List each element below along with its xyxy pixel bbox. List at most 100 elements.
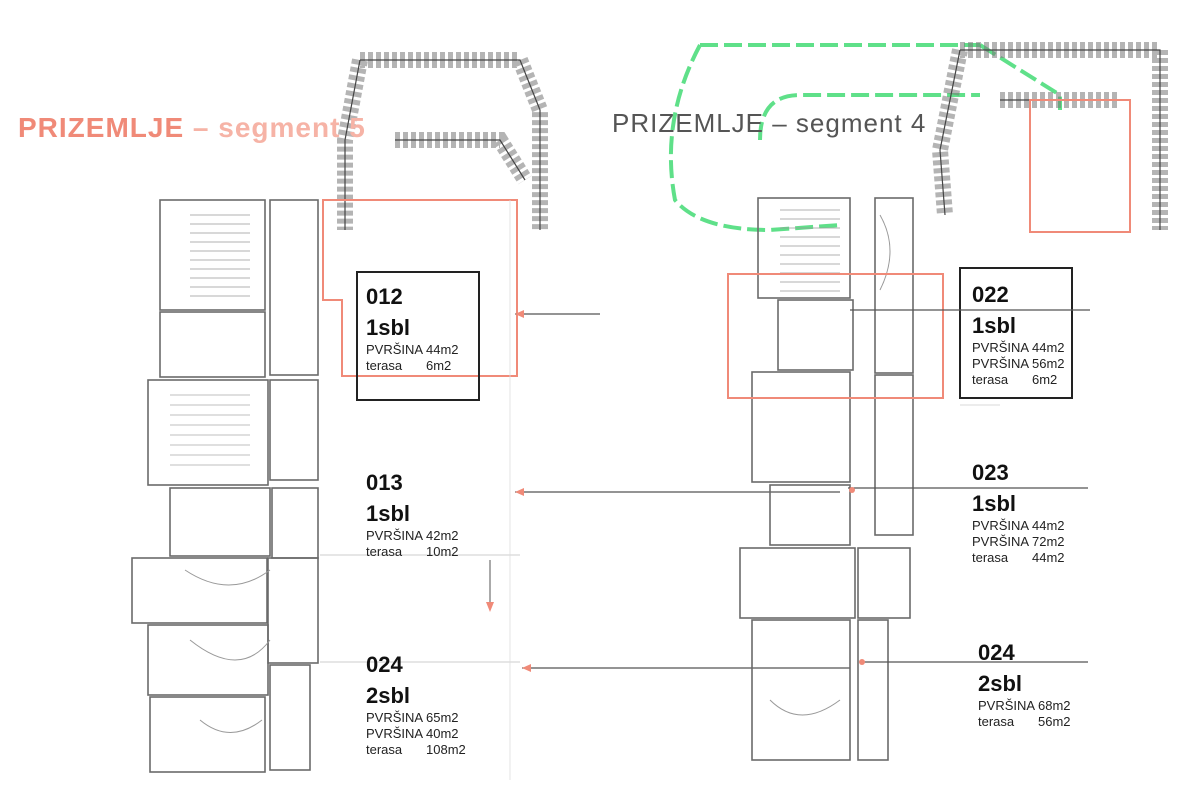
unit-type: 1sbl — [366, 501, 411, 526]
unit-row-value: 68m2 — [1038, 698, 1071, 713]
unit-row-key: terasa — [366, 742, 403, 757]
unit-row: terasa 6m2 — [366, 358, 459, 374]
unit-row-key: PVRŠINA — [972, 534, 1030, 549]
unit-type: 1sbl — [366, 315, 411, 340]
right-room-5 — [769, 484, 851, 546]
segment-5-title: PRIZEMLJE – segment 5 — [18, 112, 366, 144]
right-room-2 — [777, 299, 854, 371]
unit-row-value: 44m2 — [1032, 340, 1065, 355]
left-arrow-2-head — [515, 488, 524, 496]
left-room-7 — [131, 557, 268, 624]
left-room-3 — [147, 379, 269, 486]
unit-row-value: 6m2 — [426, 358, 452, 373]
unit-row-key: PVRŠINA — [366, 710, 424, 725]
unit-code: 022 — [972, 282, 1009, 307]
unit-row-key: PVRŠINA — [366, 528, 424, 543]
right-green-path — [668, 43, 1062, 233]
unit-row-key: terasa — [366, 544, 403, 559]
unit-row-key: PVRŠINA — [972, 518, 1030, 533]
right-arch-edge — [939, 49, 1161, 230]
unit-row-value: 56m2 — [1032, 356, 1065, 371]
unit-row-key: terasa — [972, 372, 1009, 387]
unit-code: 013 — [366, 470, 403, 495]
segment-4-title: PRIZEMLJE – segment 4 — [612, 108, 927, 138]
unit-row-value: 56m2 — [1038, 714, 1071, 729]
right-room-9 — [857, 619, 889, 761]
unit-code: 024 — [366, 652, 403, 677]
right-room-1 — [874, 197, 914, 374]
right-room-0 — [757, 197, 851, 299]
unit-row: terasa 56m2 — [978, 714, 1071, 730]
unit-row: terasa 108m2 — [366, 742, 466, 758]
left-arch — [337, 52, 548, 230]
unit-row: terasa 6m2 — [972, 372, 1065, 388]
left-room-0 — [159, 199, 266, 311]
unit-row-key: terasa — [978, 714, 1015, 729]
unit-type: 1sbl — [972, 313, 1017, 338]
unit-row-value: 72m2 — [1032, 534, 1065, 549]
right-arch — [931, 42, 1168, 230]
unit-row-value: 44m2 — [1032, 518, 1065, 533]
left-highlight-outline — [322, 199, 518, 377]
unit-row-value: 6m2 — [1032, 372, 1058, 387]
unit-row-value: 65m2 — [426, 710, 459, 725]
unit-row-value: 40m2 — [426, 726, 459, 741]
right-room-3 — [751, 371, 851, 483]
left-room-2 — [159, 311, 266, 378]
left-curves — [184, 569, 271, 733]
left-room-9 — [147, 624, 269, 696]
unit-type: 2sbl — [366, 683, 411, 708]
unit-row-value: 108m2 — [426, 742, 466, 757]
right-highlight-top — [1029, 99, 1131, 233]
left-arrow-3-head — [522, 664, 531, 672]
right-room-4 — [874, 374, 914, 536]
unit-row-key: terasa — [972, 550, 1009, 565]
unit-row-value: 42m2 — [426, 528, 459, 543]
segment-5-title-a: PRIZEMLJE — [18, 112, 185, 143]
right-room-8 — [751, 619, 851, 761]
unit-row-key: PVRŠINA — [978, 698, 1036, 713]
right-room-6 — [739, 547, 856, 619]
right-highlight-outline — [727, 273, 944, 399]
right-curves — [769, 214, 891, 716]
unit-row-key: PVRŠINA — [972, 340, 1030, 355]
unit-row-value: 44m2 — [426, 342, 459, 357]
right-room-7 — [857, 547, 911, 619]
unit-row-value: 10m2 — [426, 544, 459, 559]
left-card-frame-1 — [356, 271, 480, 401]
unit-type: 1sbl — [972, 491, 1017, 516]
unit-code: 012 — [366, 284, 403, 309]
unit-row-key: PVRŠINA — [366, 726, 424, 741]
unit-row-key: terasa — [366, 358, 403, 373]
left-room-11 — [269, 664, 311, 771]
right-pointer-3-dot — [859, 659, 865, 665]
left-room-5 — [169, 487, 271, 557]
segment-5-title-b: – segment 5 — [184, 112, 366, 143]
unit-code: 023 — [972, 460, 1009, 485]
unit-row: terasa 10m2 — [366, 544, 459, 560]
unit-code: 024 — [978, 640, 1015, 665]
right-pointer-2-dot — [849, 487, 855, 493]
left-room-6 — [271, 487, 319, 559]
unit-type: 2sbl — [978, 671, 1023, 696]
left-room-10 — [149, 696, 266, 773]
unit-row-key: PVRŠINA — [972, 356, 1030, 371]
left-room-1 — [269, 199, 319, 376]
